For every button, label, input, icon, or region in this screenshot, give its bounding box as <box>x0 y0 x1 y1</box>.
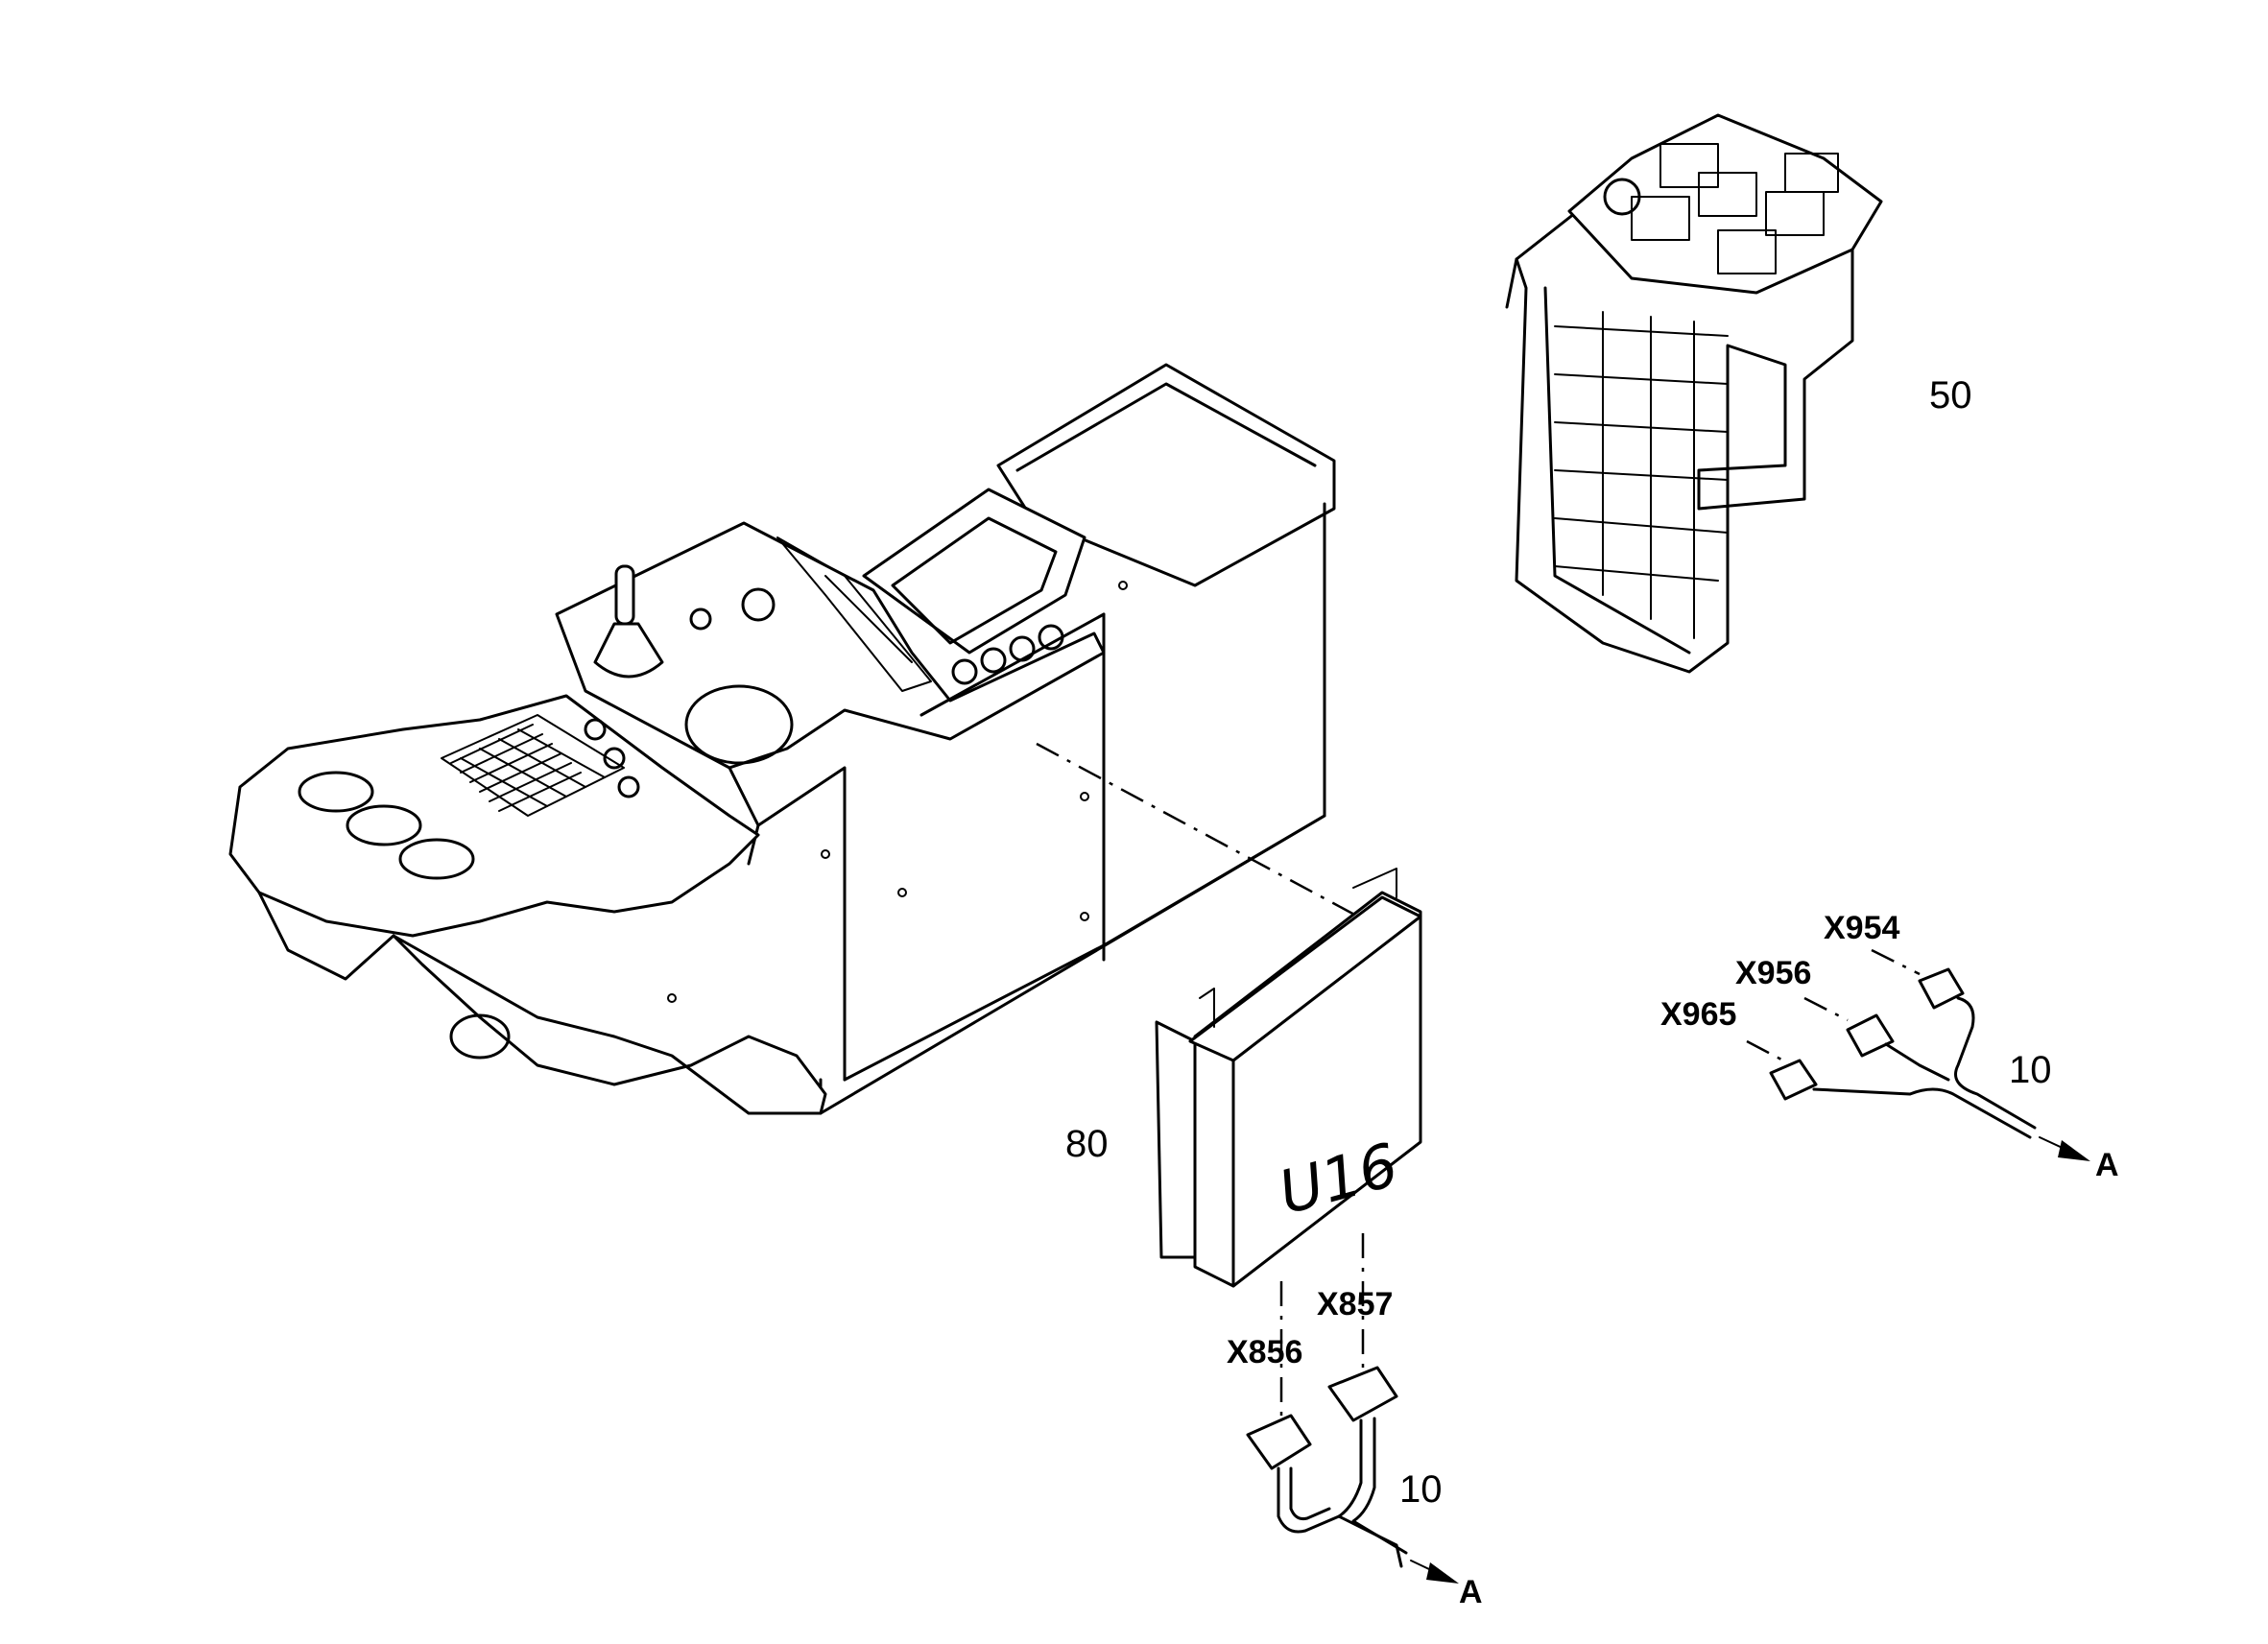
panel-grid <box>1554 311 1729 639</box>
joystick <box>593 564 664 679</box>
label-x857: X857 <box>1317 1286 1393 1322</box>
switch-bank <box>450 724 606 812</box>
connector-line-x956 <box>1803 996 1849 1022</box>
label-x956: X956 <box>1735 955 1811 991</box>
callout-80: 80 <box>1065 1123 1109 1165</box>
arrow-label-a-lower: A <box>1459 1574 1483 1610</box>
label-x954: X954 <box>1824 910 1899 946</box>
callout-10-upper: 10 <box>2009 1049 2052 1091</box>
upper-harness <box>1769 967 2037 1139</box>
connector-line-x965 <box>1746 1039 1784 1062</box>
arrow-label-a-upper: A <box>2095 1147 2119 1183</box>
operator-console <box>228 363 1336 1115</box>
alignment-line <box>1036 742 1359 918</box>
callout-10-lower: 10 <box>1399 1468 1443 1511</box>
control-unit: U16 <box>1155 868 1422 1288</box>
relay-blocks <box>1603 143 1839 274</box>
upper-arrow <box>2039 1136 2090 1161</box>
relay-panel <box>1505 113 1883 674</box>
connector-line-x954 <box>1871 948 1921 976</box>
label-x856: X856 <box>1227 1334 1302 1370</box>
lower-arrow <box>1410 1560 1459 1584</box>
mounting-holes <box>667 581 1128 1003</box>
lower-harness <box>1246 1366 1408 1568</box>
label-x965: X965 <box>1660 996 1736 1033</box>
callout-50: 50 <box>1929 374 1972 417</box>
